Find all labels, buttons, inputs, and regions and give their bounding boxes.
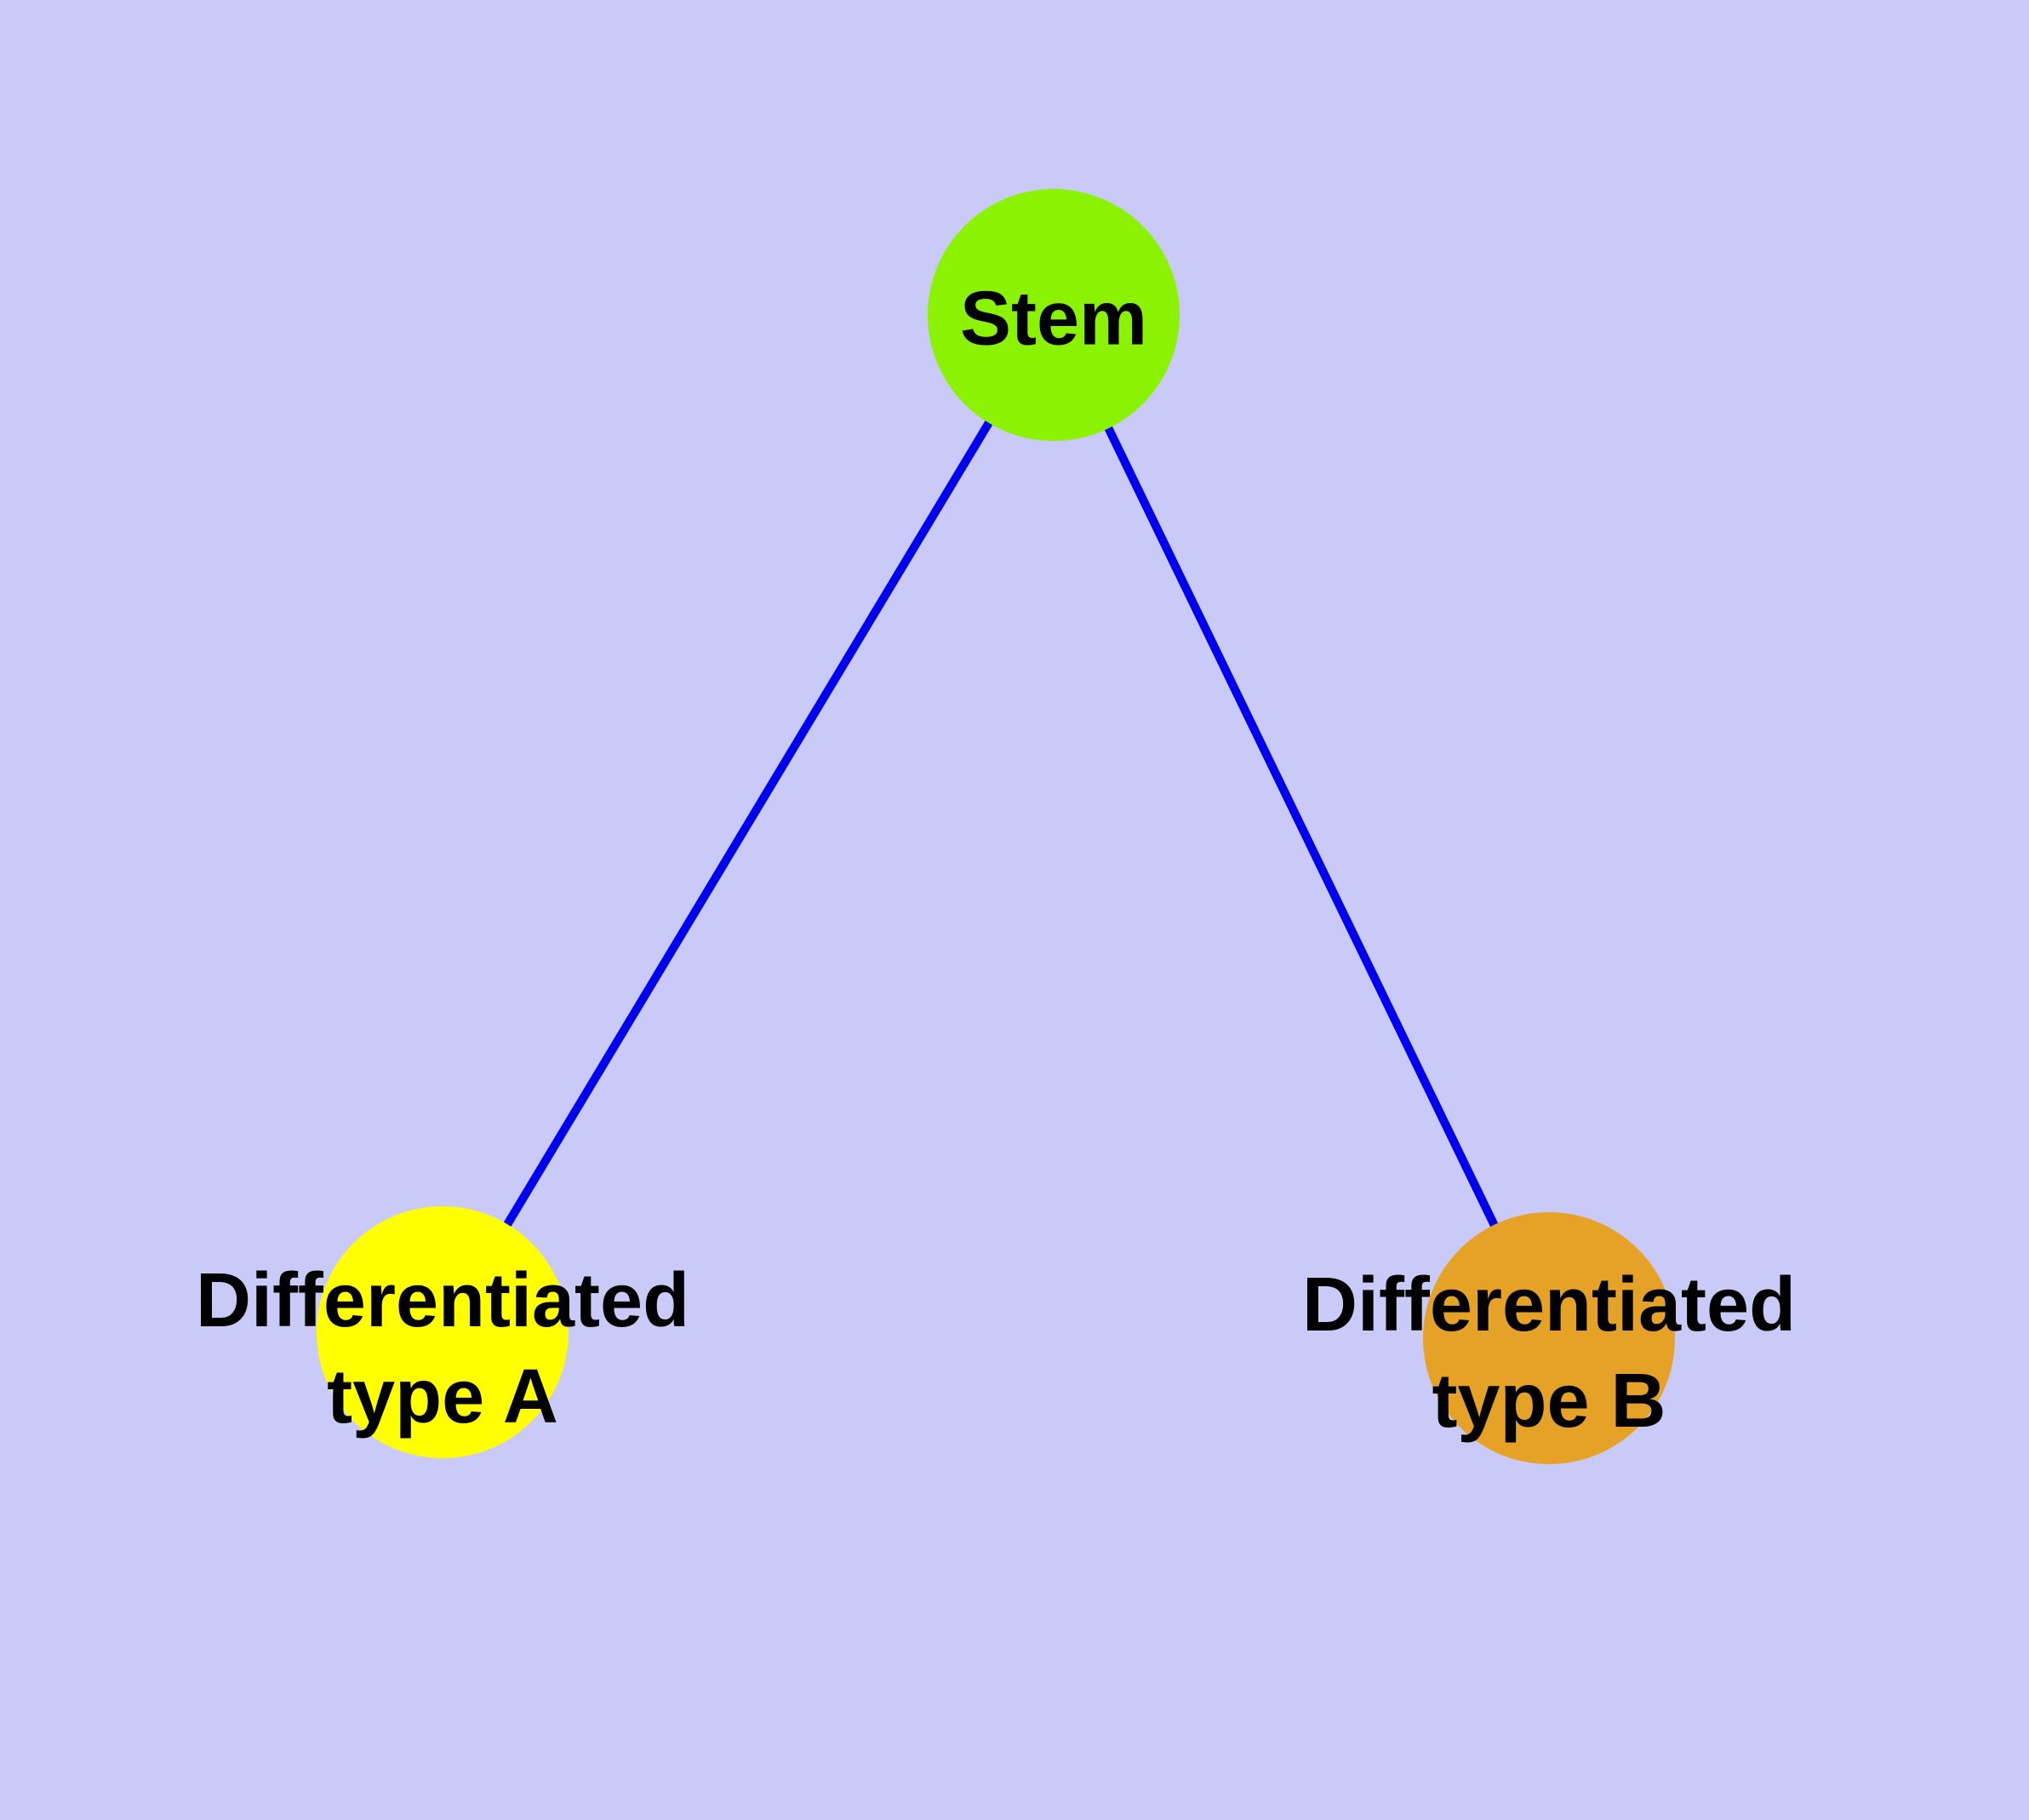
node-stem-circle [928, 189, 1180, 441]
node-differentiated-a-label: Differentiated type A [196, 1253, 689, 1445]
node-differentiated-b-label-line1: Differentiated [1301, 1262, 1797, 1348]
edge-stem-to-type-a [438, 312, 1058, 1335]
edge-stem-to-type-b [1049, 312, 1553, 1341]
node-differentiated-a-label-line1: Differentiated [195, 1258, 690, 1343]
node-differentiated-b-circle [1423, 1212, 1675, 1464]
node-stem-label: Stem [960, 272, 1147, 368]
node-differentiated-b-label: Differentiated type B [1302, 1257, 1796, 1450]
node-differentiated-a-label-line2: type A [327, 1354, 558, 1439]
node-differentiated-a-circle [317, 1206, 569, 1458]
node-stem-label-line: Stem [959, 276, 1148, 362]
node-differentiated-b-label-line2: type B [1432, 1359, 1666, 1444]
